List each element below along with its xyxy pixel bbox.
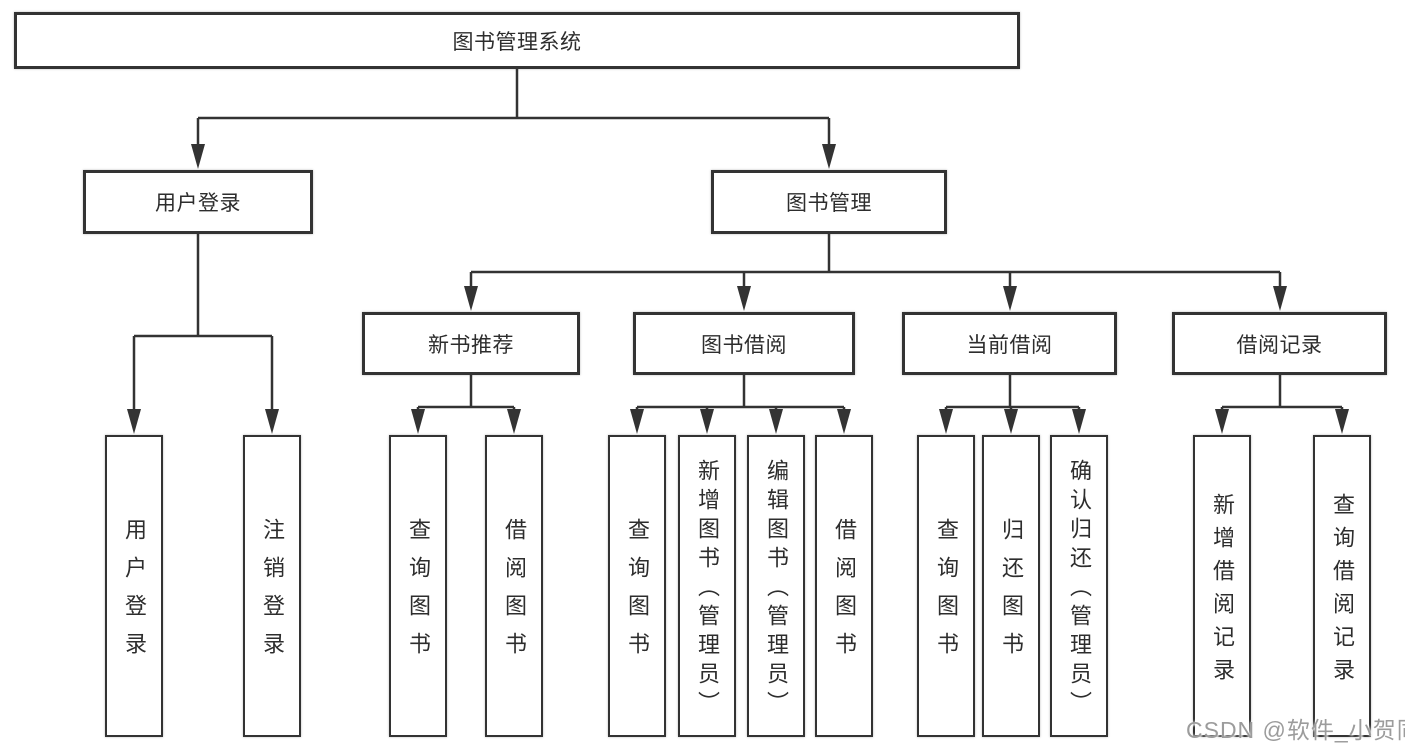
leaf-borrow-book-label: 借阅图书 (832, 518, 857, 670)
leaf-query-book-current: 查询图书 (917, 435, 975, 737)
node-root-library-system: 图书管理系统 (14, 12, 1020, 69)
leaf-add-book-admin: 新增图书（管理员） (678, 435, 736, 737)
leaf-confirm-return-admin: 确认归还（管理员） (1050, 435, 1108, 737)
node-borrow-record: 借阅记录 (1172, 312, 1387, 375)
leaf-borrow-book: 借阅图书 (815, 435, 873, 737)
leaf-add-book-admin-label: 新增图书（管理员） (695, 459, 720, 720)
arrowheads (127, 144, 1349, 434)
csdn-watermark: CSDN @软件_小贺同学 (1186, 717, 1405, 743)
leaf-return-book-label: 归还图书 (999, 518, 1024, 670)
leaf-confirm-return-admin-label: 确认归还（管理员） (1067, 459, 1092, 720)
node-current-borrow: 当前借阅 (902, 312, 1117, 375)
leaf-query-book-recommend-label: 查询图书 (406, 518, 431, 670)
leaf-query-book-borrow: 查询图书 (608, 435, 666, 737)
leaf-query-borrow-record-label: 查询借阅记录 (1330, 492, 1355, 691)
leaf-add-borrow-record: 新增借阅记录 (1193, 435, 1251, 737)
connector-paths (132, 69, 1344, 415)
leaf-user-login: 用户登录 (105, 435, 163, 737)
leaf-query-borrow-record: 查询借阅记录 (1313, 435, 1371, 737)
leaf-add-borrow-record-label: 新增借阅记录 (1210, 492, 1235, 691)
leaf-borrow-book-recommend-label: 借阅图书 (502, 518, 527, 670)
leaf-query-book-borrow-label: 查询图书 (625, 518, 650, 670)
leaf-edit-book-admin-label: 编辑图书（管理员） (764, 459, 789, 720)
node-book-management: 图书管理 (711, 170, 947, 234)
leaf-logout-label: 注销登录 (260, 518, 285, 670)
leaf-query-book-recommend: 查询图书 (389, 435, 447, 737)
leaf-user-login-label: 用户登录 (122, 518, 147, 670)
leaf-query-book-current-label: 查询图书 (934, 518, 959, 670)
node-new-book-recommend: 新书推荐 (362, 312, 580, 375)
leaf-borrow-book-recommend: 借阅图书 (485, 435, 543, 737)
node-book-borrow: 图书借阅 (633, 312, 855, 375)
leaf-edit-book-admin: 编辑图书（管理员） (747, 435, 805, 737)
leaf-return-book: 归还图书 (982, 435, 1040, 737)
leaf-logout: 注销登录 (243, 435, 301, 737)
node-user-login: 用户登录 (83, 170, 313, 234)
